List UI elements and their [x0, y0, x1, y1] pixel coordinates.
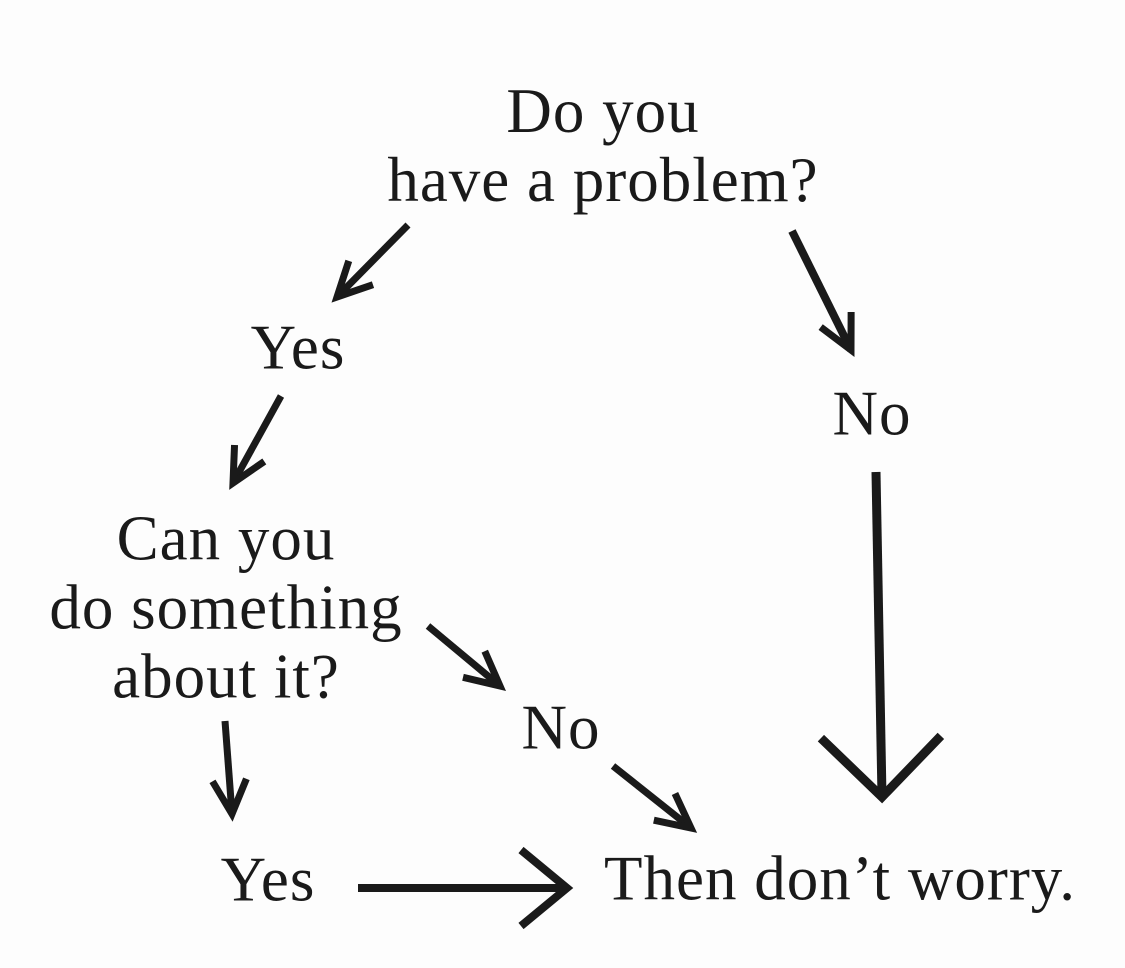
- edge-yes1-question2: [229, 394, 285, 490]
- node-question-problem-line1: Do you: [506, 76, 700, 146]
- edge-question2-yes2: [209, 720, 250, 822]
- node-no-right: No: [832, 378, 912, 449]
- edge-no1-result: [817, 471, 945, 804]
- node-question-action-line2: do something: [49, 572, 403, 643]
- node-question-action-line3: about it?: [112, 641, 340, 712]
- edge-question2-no2: [425, 623, 507, 692]
- node-no-middle: No: [521, 692, 601, 763]
- node-question-problem: Do you have a problem?: [387, 77, 818, 215]
- edge-question1-no1: [788, 229, 855, 358]
- node-question-action: Can you do something about it?: [49, 503, 403, 712]
- edge-question1-yes1: [331, 222, 411, 303]
- edge-no2-result: [610, 763, 698, 833]
- node-question-problem-line2: have a problem?: [387, 145, 819, 215]
- node-yes-upper: Yes: [250, 312, 346, 383]
- node-yes-bottom: Yes: [220, 844, 316, 915]
- node-result-dont-worry: Then don’t worry.: [604, 843, 1076, 914]
- node-question-action-line1: Can you: [116, 503, 336, 574]
